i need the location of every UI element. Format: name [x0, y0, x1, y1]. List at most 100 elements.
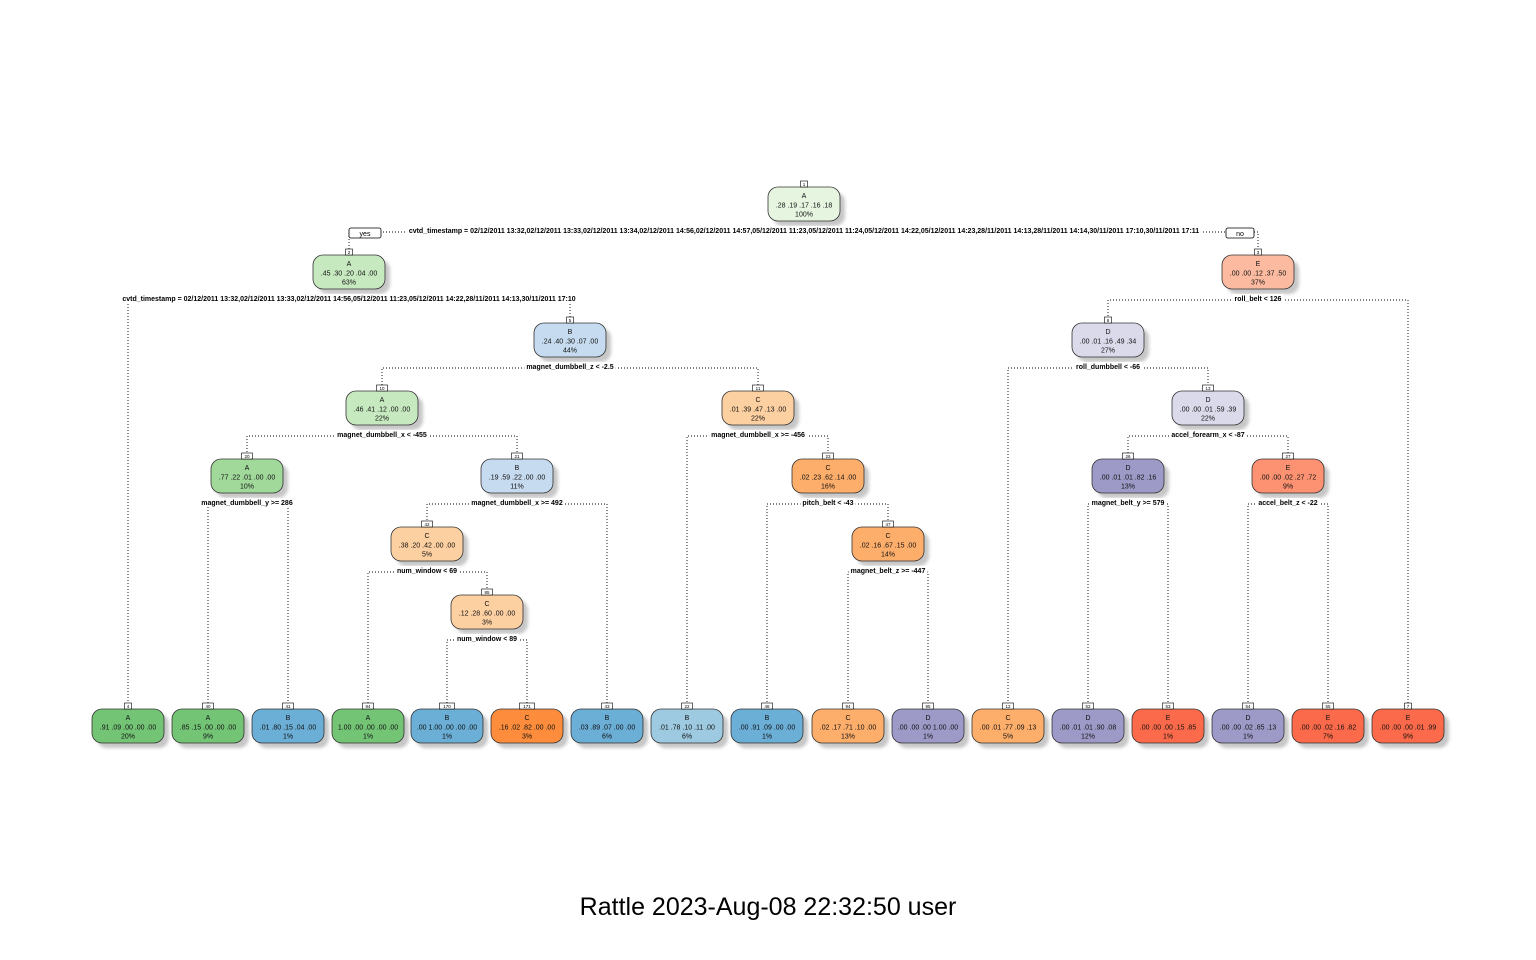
edge-20-41: [247, 503, 289, 703]
node-class: B: [445, 715, 450, 722]
node-13: 13D .00 .00 .01 .59 .39 22%: [1171, 384, 1249, 430]
split-21: magnet_dumbbell_x >= 492: [471, 500, 563, 507]
node-probs: .85 .15 .00 .00 .00: [180, 725, 237, 732]
node-class: C: [845, 715, 850, 722]
node-probs: .00 .00 .02 .27 .72: [1260, 475, 1317, 482]
node-probs: .01 .80 .15 .04 .00: [260, 725, 317, 732]
split-label-bg: [1169, 430, 1247, 439]
split-label-bg: [120, 294, 578, 303]
edge-85-170: [446, 639, 487, 703]
node-probs: .38 .20 .42 .00 .00: [399, 543, 456, 550]
node-id: 43: [604, 704, 610, 709]
node-id: 84: [365, 704, 371, 709]
node-id-tag: [1162, 702, 1174, 710]
node-percent: 1%: [363, 734, 373, 741]
node-probs: .00 .01 .01 .82 .16: [1100, 475, 1157, 482]
edge-20-40: [207, 503, 247, 703]
split-label-bg: [394, 566, 460, 575]
node-55: 55E.00 .00 .02 .16 .827%: [1291, 702, 1369, 748]
node-22: 22B.01 .78 .10 .11 .006%: [650, 702, 728, 748]
node-percent: 10%: [240, 484, 254, 491]
node-probs: .46 .41 .12 .00 .00: [354, 407, 411, 414]
node-class: D: [1205, 397, 1210, 404]
node-id-tag: [1404, 702, 1412, 710]
node-probs: .16 .02 .82 .00 .00: [499, 725, 556, 732]
node-id-tag: [124, 702, 132, 710]
node-percent: 20%: [121, 734, 135, 741]
node-percent: 5%: [1003, 734, 1013, 741]
node-40: 40A.85 .15 .00 .00 .009%: [171, 702, 249, 748]
node-probs: .00 .00 .01 .59 .39: [1180, 407, 1237, 414]
edge-27-54: [1247, 503, 1288, 703]
node-class: E: [1286, 465, 1291, 472]
split-label-bg: [848, 566, 928, 575]
node-id-tag: [1104, 316, 1112, 324]
node-id-tag: [282, 702, 294, 710]
node-probs: .91 .09 .00 .00 .00: [100, 725, 157, 732]
node-id-tag: [882, 520, 894, 528]
node-percent: 5%: [422, 552, 432, 559]
edge-26-52: [1087, 503, 1128, 703]
node-class: D: [1125, 465, 1130, 472]
node-7: 7E.00 .00 .00 .01 .999%: [1371, 702, 1449, 748]
node-43: 43B.03 .89 .07 .00 .006%: [570, 702, 648, 748]
split-label-bg: [469, 498, 565, 507]
edge-27-55: [1288, 503, 1329, 703]
node-id-tag: [822, 452, 834, 460]
node-id: 170: [443, 704, 451, 709]
split-label-bg: [1256, 498, 1320, 507]
node-probs: .00 .00 .00 .01 .99: [1380, 725, 1437, 732]
node-12: 12C.00 .01 .77 .09 .135%: [971, 702, 1049, 748]
node-id-tag: [1082, 702, 1094, 710]
svg-text:no: no: [1236, 231, 1244, 238]
edge-42-85: [427, 571, 488, 589]
node-percent: 3%: [522, 734, 532, 741]
node-id: 54: [1245, 704, 1251, 709]
node-probs: .00 .00 .02 .16 .82: [1300, 725, 1357, 732]
node-id: 21: [514, 454, 520, 459]
node-id: 47: [885, 522, 891, 527]
split-label-bg: [800, 498, 856, 507]
node-id-tag: [1122, 452, 1134, 460]
node-probs: 1.00 .00 .00 .00 .00: [338, 725, 398, 732]
node-class: A: [206, 715, 211, 722]
node-class: C: [1005, 715, 1010, 722]
node-id-tag: [1202, 384, 1214, 392]
split-label-bg: [709, 430, 807, 439]
node-id-tag: [241, 452, 253, 460]
split-label-bg: [524, 362, 616, 371]
node-probs: .19 .59 .22 .00 .00: [489, 475, 546, 482]
node-percent: 3%: [482, 620, 492, 627]
edge-47-94: [847, 571, 888, 703]
node-id: 1: [803, 182, 806, 187]
split-label-bg: [454, 634, 520, 643]
split-label-bg: [1089, 498, 1167, 507]
node-percent: 22%: [1201, 416, 1215, 423]
svg-text:yes: yes: [360, 231, 371, 238]
node-46: 46B.00 .91 .09 .00 .001%: [730, 702, 808, 748]
node-class: C: [755, 397, 760, 404]
node-id-tag: [1322, 702, 1334, 710]
node-53: 53E.00 .00 .00 .15 .851%: [1131, 702, 1209, 748]
edge-1-3: [804, 231, 1259, 249]
split-labels: cvtd_timestamp = 02/12/2011 13:32,02/12/…: [120, 226, 1320, 643]
node-id: 13: [1205, 386, 1211, 391]
node-id: 41: [285, 704, 291, 709]
node-id-tag: [481, 588, 493, 596]
split-27: accel_belt_z < -22: [1258, 500, 1317, 507]
node-class: B: [605, 715, 610, 722]
node-id-tag: [922, 702, 934, 710]
node-id-tag: [752, 384, 764, 392]
node-class: E: [1326, 715, 1331, 722]
node-id: 2: [348, 250, 351, 255]
node-id-tag: [421, 520, 433, 528]
node-id-tag: [566, 316, 574, 324]
edge-3-6: [1107, 299, 1258, 317]
edge-85-171: [487, 639, 528, 703]
